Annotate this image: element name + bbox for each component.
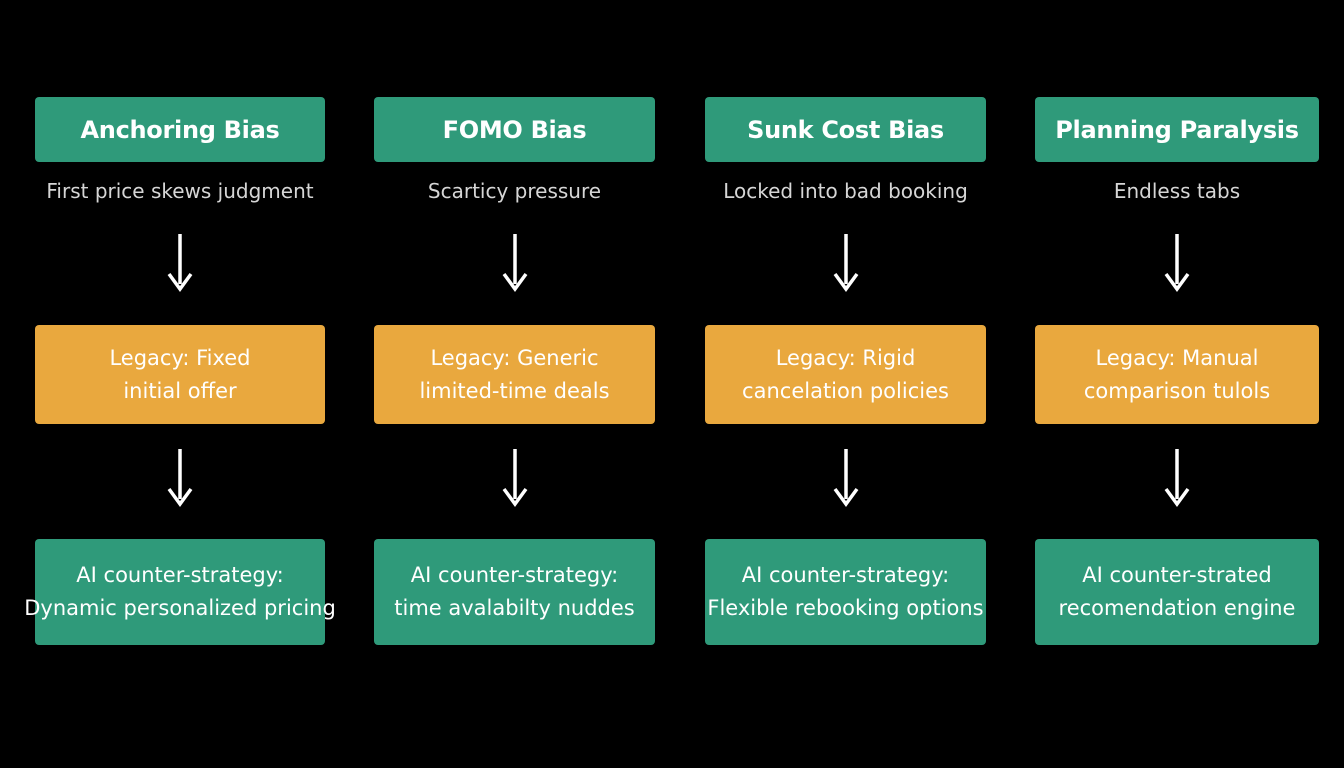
legacy-approach-box: Legacy: Rigid cancelation policies [705, 325, 986, 424]
bias-title: Sunk Cost Bias [747, 115, 944, 144]
bias-title: Planning Paralysis [1055, 115, 1299, 144]
down-arrow-icon [1162, 447, 1192, 509]
down-arrow-icon [831, 232, 861, 294]
ai-counter-strategy-box: AI counter-strategy: Dynamic personalize… [24, 539, 336, 645]
down-arrow-icon [831, 447, 861, 509]
legacy-line-2: cancelation policies [742, 378, 949, 403]
legacy-line-2: limited-time deals [419, 378, 610, 403]
bias-description: Locked into bad booking [723, 179, 968, 203]
bias-description: First price skews judgment [46, 179, 314, 203]
bias-title-box: Sunk Cost Bias [705, 97, 986, 162]
legacy-line-1: Legacy: Manual [1095, 345, 1259, 370]
ai-counter-strategy-box: AI counter-strategy: Flexible rebooking … [705, 539, 986, 645]
ai-line-1: AI counter-strategy: [410, 563, 619, 587]
down-arrow-icon [165, 232, 195, 294]
ai-line-2: recomendation engine [1058, 596, 1296, 620]
ai-line-2: Dynamic personalized pricing [24, 596, 336, 620]
bias-title-box: FOMO Bias [374, 97, 655, 162]
bias-column-sunk-cost: Sunk Cost Bias Locked into bad booking L… [705, 0, 986, 768]
bias-column-fomo: FOMO Bias Scarticy pressure Legacy: Gene… [374, 0, 655, 768]
bias-title-box: Planning Paralysis [1035, 97, 1319, 162]
bias-column-anchoring: Anchoring Bias First price skews judgmen… [24, 0, 336, 768]
bias-column-planning-paralysis: Planning Paralysis Endless tabs Legacy: … [1035, 0, 1319, 768]
bias-title: FOMO Bias [442, 115, 587, 144]
legacy-approach-box: Legacy: Manual comparison tulols [1035, 325, 1319, 424]
ai-counter-strategy-box: AI counter-strategy: time avalabilty nud… [374, 539, 655, 645]
down-arrow-icon [500, 447, 530, 509]
ai-line-1: AI counter-strated [1082, 563, 1272, 587]
legacy-approach-box: Legacy: Generic limited-time deals [374, 325, 655, 424]
ai-line-2: Flexible rebooking options [707, 596, 984, 620]
ai-counter-strategy-box: AI counter-strated recomendation engine [1035, 539, 1319, 645]
legacy-line-2: comparison tulols [1083, 378, 1271, 403]
legacy-line-1: Legacy: Fixed [109, 345, 251, 370]
legacy-line-1: Legacy: Rigid [775, 345, 916, 370]
bias-title-box: Anchoring Bias [35, 97, 325, 162]
ai-line-1: AI counter-strategy: [76, 563, 284, 587]
down-arrow-icon [1162, 232, 1192, 294]
legacy-line-2: initial offer [123, 378, 237, 403]
legacy-line-1: Legacy: Generic [430, 345, 599, 370]
down-arrow-icon [500, 232, 530, 294]
bias-title: Anchoring Bias [80, 115, 280, 144]
down-arrow-icon [165, 447, 195, 509]
ai-line-2: time avalabilty nuddes [394, 596, 635, 620]
ai-line-1: AI counter-strategy: [741, 563, 950, 587]
legacy-approach-box: Legacy: Fixed initial offer [35, 325, 325, 424]
bias-description: Endless tabs [1113, 179, 1241, 203]
bias-description: Scarticy pressure [427, 179, 602, 203]
